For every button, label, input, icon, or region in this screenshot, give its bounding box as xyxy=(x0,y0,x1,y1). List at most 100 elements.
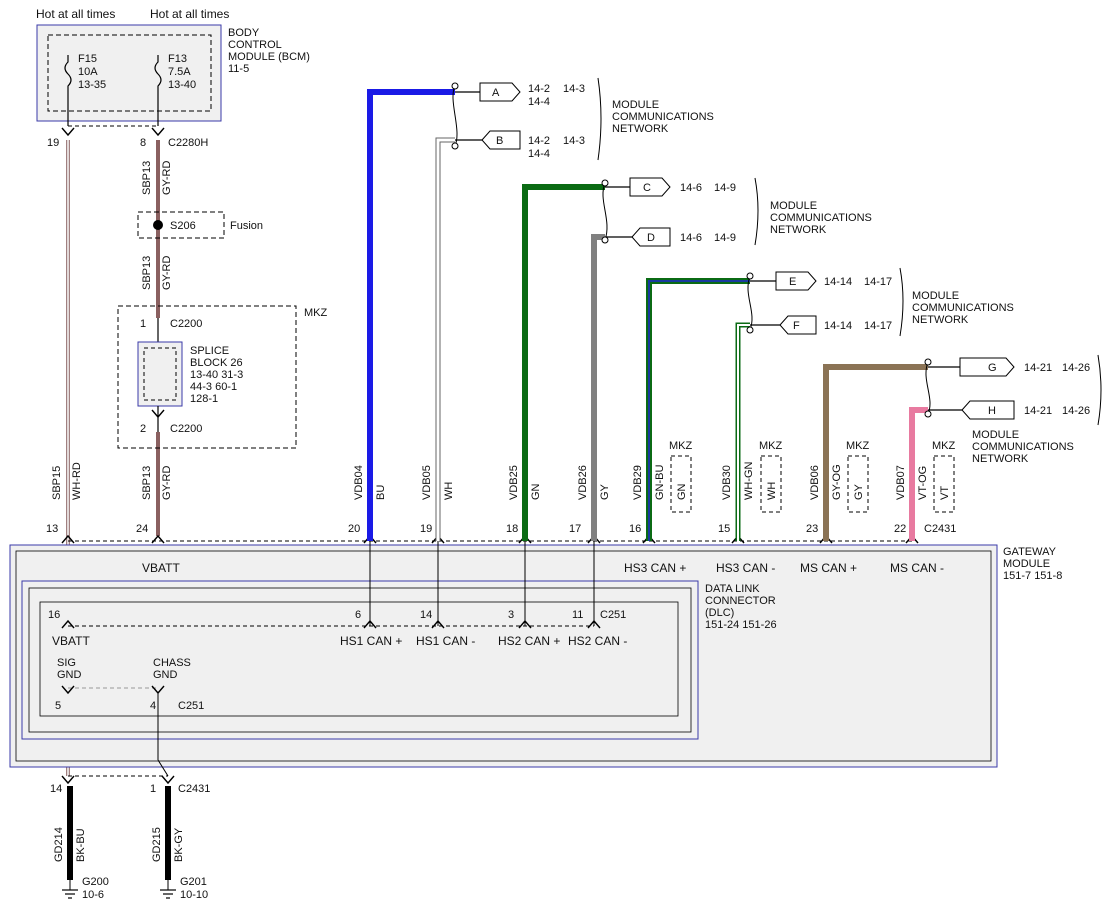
flag-h-ref1: 14-21 xyxy=(1024,405,1052,417)
fuse-f13-icon xyxy=(154,55,162,126)
mkz-label-3: MKZ xyxy=(846,440,870,452)
wire-label-vtog: VT-OG xyxy=(917,466,929,500)
wire-gd215 xyxy=(160,786,176,899)
f13-label: F13 xyxy=(168,53,187,65)
wire-label-sbp13b: SBP13 xyxy=(141,256,153,290)
bcm-name-2: CONTROL xyxy=(228,39,282,51)
pin-arrow-icon xyxy=(151,127,165,137)
ground-g201-ref: 10-10 xyxy=(180,889,208,901)
splice-block-line3: 13-40 31-3 xyxy=(190,369,243,381)
ground-g201: G201 xyxy=(180,876,207,888)
network-label-1a: MODULE xyxy=(612,99,659,111)
flag-e-ref2: 14-17 xyxy=(864,276,892,288)
flag-e-letter: E xyxy=(789,276,796,288)
dlc-sig-gnd-1: SIG xyxy=(57,657,76,669)
network-label-2c: NETWORK xyxy=(770,224,827,236)
dlc-connector-c251: C251 xyxy=(600,609,626,621)
wire-label-wh: WH xyxy=(443,482,455,500)
pin-22: 22 xyxy=(894,523,906,535)
dlc-name-1: DATA LINK xyxy=(705,583,760,595)
splice-block-26: SPLICE BLOCK 26 13-40 31-3 44-3 60-1 128… xyxy=(137,341,243,407)
pin-bcm19: 19 xyxy=(47,137,59,149)
hot-label-right: Hot at all times xyxy=(150,7,229,21)
connector-c2431: C2431 xyxy=(924,523,956,535)
pin-15: 15 xyxy=(718,523,730,535)
pin-13: 13 xyxy=(46,523,58,535)
splice-s206-dot xyxy=(153,220,163,230)
hot-label-left: Hot at all times xyxy=(36,7,115,21)
network-label-3b: COMMUNICATIONS xyxy=(912,302,1014,314)
wire-label-vdb04: VDB04 xyxy=(353,465,365,500)
connector-c2200-1: C2200 xyxy=(170,318,202,330)
wire-label-sbp13a: SBP13 xyxy=(141,161,153,195)
pin-c2200-2: 2 xyxy=(140,423,146,435)
flag-d-ref1: 14-6 xyxy=(680,232,702,244)
dlc-name-2: CONNECTOR xyxy=(705,595,776,607)
fuse-f15-icon xyxy=(64,55,72,126)
wire-gd214 xyxy=(62,786,78,899)
splice-block-line4: 44-3 60-1 xyxy=(190,381,237,393)
flag-c-ref2: 14-9 xyxy=(714,182,736,194)
f15-ref: 13-35 xyxy=(78,79,106,91)
ground-pin-1: 1 xyxy=(150,783,156,795)
dlc-hs1-can-minus: HS1 CAN - xyxy=(416,634,475,648)
dlc-pin-3: 3 xyxy=(508,609,514,621)
flag-b-ref1: 14-2 xyxy=(528,135,550,147)
gateway-hs3-can-minus: HS3 CAN - xyxy=(716,561,775,575)
splice-block-line2: BLOCK 26 xyxy=(190,357,243,369)
f13-amps: 7.5A xyxy=(168,66,191,78)
wire-label-vdb26: VDB26 xyxy=(577,465,589,500)
mkz-label-2: MKZ xyxy=(759,440,783,452)
wire-vdb05 xyxy=(435,137,482,626)
pin-20: 20 xyxy=(348,523,360,535)
flag-b-ref3: 14-4 xyxy=(528,148,550,160)
flag-b-letter: B xyxy=(496,135,503,147)
network-label-4a: MODULE xyxy=(972,429,1019,441)
flag-h: H xyxy=(961,400,1015,420)
network-label-3a: MODULE xyxy=(912,290,959,302)
twisted-pair-icon xyxy=(452,85,458,147)
gateway-hs3-can-plus: HS3 CAN + xyxy=(624,561,686,575)
gateway-ms-can-plus: MS CAN + xyxy=(800,561,857,575)
splice-s206-label: S206 xyxy=(170,220,196,232)
wire-vdb25 xyxy=(522,184,630,626)
dlc-connector xyxy=(21,580,699,740)
f15-amps: 10A xyxy=(78,66,98,78)
connector-c2280h: C2280H xyxy=(168,137,208,149)
mkz-alt-color-2: WH xyxy=(766,482,778,500)
dlc-sig-gnd-2: GND xyxy=(57,669,82,681)
wire-vdb26 xyxy=(591,234,632,626)
network-label-4b: COMMUNICATIONS xyxy=(972,441,1074,453)
pin-bcm8: 8 xyxy=(140,137,146,149)
wire-label-bkgy: BK-GY xyxy=(173,827,185,862)
dlc-pin-14: 14 xyxy=(420,609,432,621)
connector-c2200-2: C2200 xyxy=(170,423,202,435)
f13-ref: 13-40 xyxy=(168,79,196,91)
dlc-chass-gnd-2: GND xyxy=(153,669,178,681)
wire-label-gyrd-a: GY-RD xyxy=(161,161,173,195)
twisted-pair-icon xyxy=(925,361,931,415)
mkz-alt-color-4: VT xyxy=(939,486,951,500)
dlc-vbatt: VBATT xyxy=(52,634,90,648)
wire-label-whgn: WH-GN xyxy=(743,461,755,500)
dlc-chass-gnd-1: CHASS xyxy=(153,657,191,669)
f15-label: F15 xyxy=(78,53,97,65)
network-label-3c: NETWORK xyxy=(912,314,969,326)
ground-g200: G200 xyxy=(82,876,109,888)
flag-a-ref2: 14-3 xyxy=(563,83,585,95)
wire-label-sbp13c: SBP13 xyxy=(141,466,153,500)
bcm-name-3: MODULE (BCM) xyxy=(228,51,310,63)
flag-b: B xyxy=(481,130,521,150)
gateway-pin-arrows xyxy=(61,534,919,544)
splice-block-line5: 128-1 xyxy=(190,393,218,405)
flag-b-ref2: 14-3 xyxy=(563,135,585,147)
wire-vdb04 xyxy=(367,89,480,626)
dlc-hs2-can-minus: HS2 CAN - xyxy=(568,634,627,648)
flag-a-ref1: 14-2 xyxy=(528,83,550,95)
gateway-name-2: MODULE xyxy=(1003,558,1050,570)
pin-arrow-icon xyxy=(61,127,75,137)
mkz-label: MKZ xyxy=(304,307,328,319)
flag-h-letter: H xyxy=(988,405,996,417)
gateway-vbatt: VBATT xyxy=(142,561,180,575)
wire-label-vdb06: VDB06 xyxy=(809,465,821,500)
